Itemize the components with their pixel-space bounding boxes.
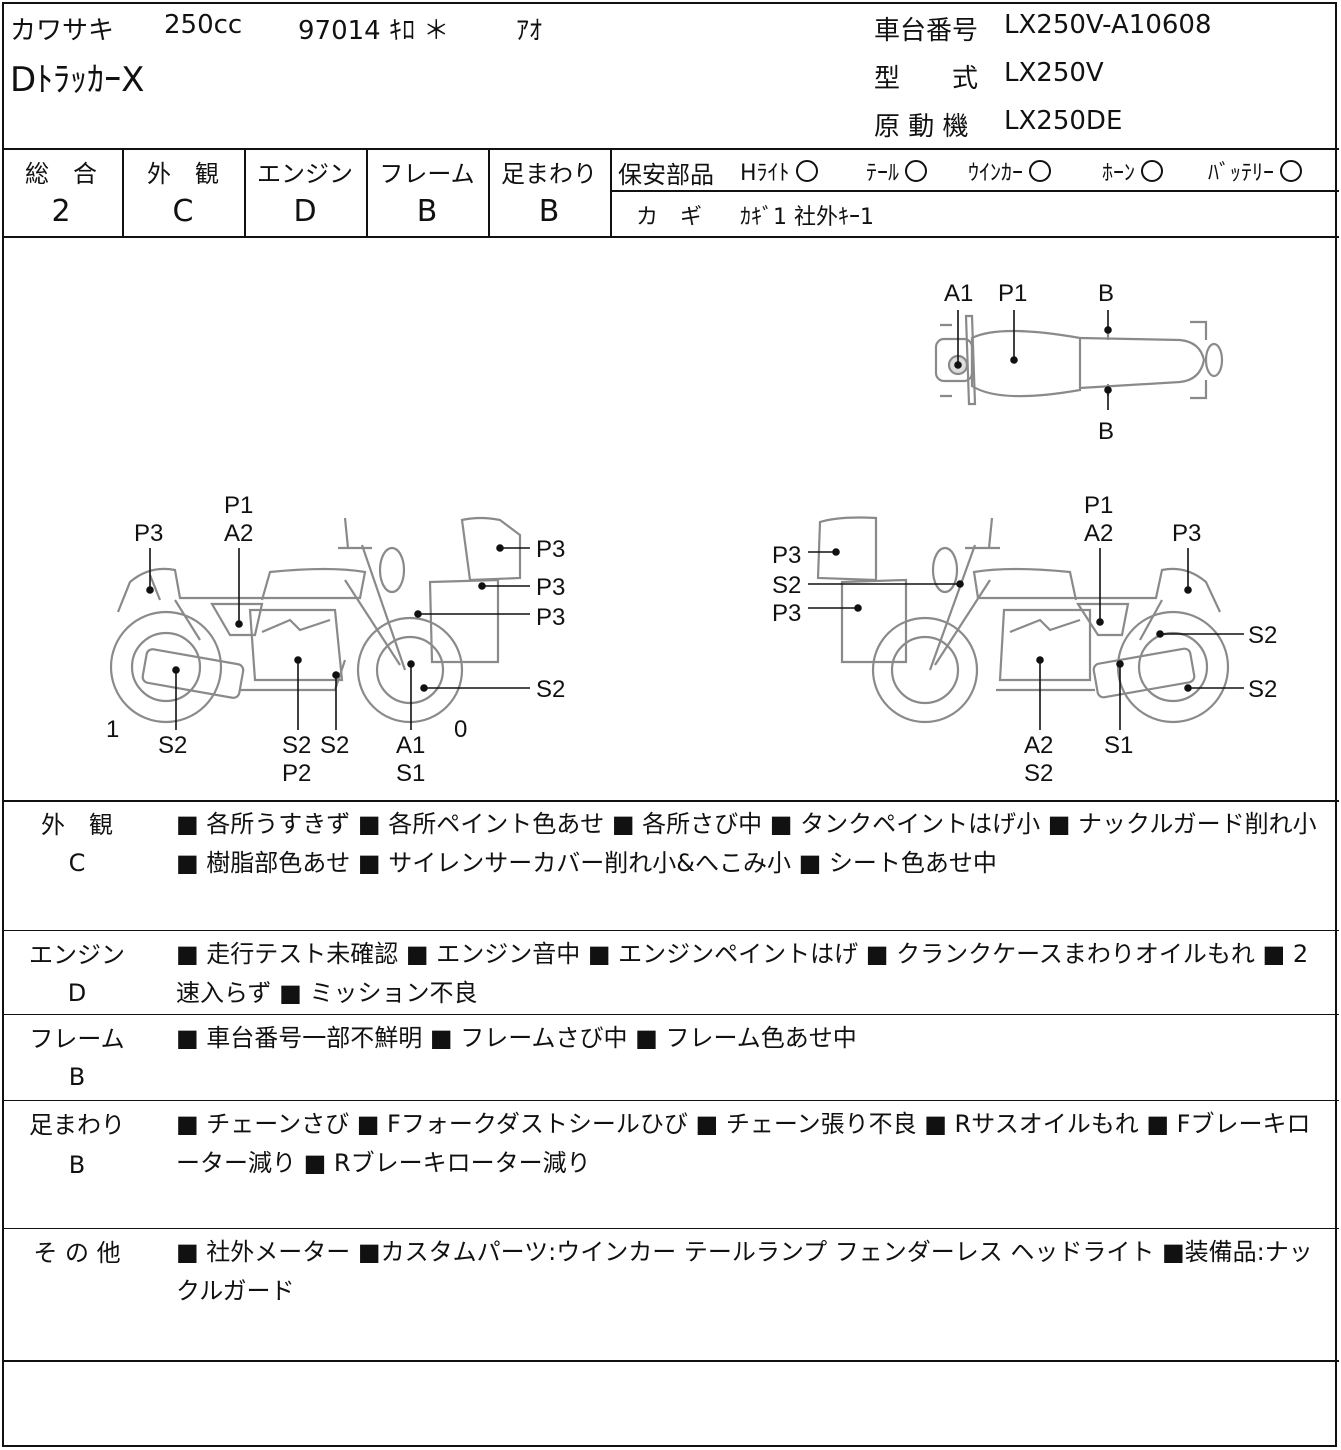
- section-suspension-label: 足まわり: [29, 1111, 125, 1139]
- damage-diagram: [109, 310, 1244, 730]
- safety-item-battery: ﾊﾞｯﾃﾘｰ: [1208, 155, 1303, 187]
- section-other-text: ■ 社外メーター ■カスタムパーツ:ウインカー テールランプ フェンダーレス ヘ…: [176, 1238, 1313, 1305]
- top-label-p1: P1: [998, 280, 1028, 307]
- engine-model: LX250DE: [1004, 106, 1123, 136]
- key-label: カ ギ: [636, 205, 703, 230]
- right-label-p3-1: P3: [772, 542, 802, 569]
- top-label-a1: A1: [944, 280, 974, 307]
- section-exterior-label: 外 観: [41, 811, 113, 839]
- left-label-s2-pipe: S2: [320, 732, 350, 759]
- type-label: 型 式: [874, 64, 979, 94]
- grade-value-frame: B: [416, 194, 438, 229]
- grade-value-exterior: C: [172, 194, 194, 229]
- safety-item-winker: ｳｲﾝｶｰ: [968, 155, 1052, 187]
- top-label-b: B: [1098, 280, 1115, 307]
- frame-no: LX250V-A10608: [1004, 10, 1212, 40]
- right-label-a2: A2: [1084, 520, 1114, 547]
- left-label-0: 0: [454, 716, 468, 743]
- engine-label: 原 動 機: [874, 112, 969, 142]
- section-exterior-grade: C: [68, 849, 86, 877]
- right-label-a2-low: A2: [1024, 732, 1054, 759]
- grade-label-overall: 総 合: [25, 160, 97, 188]
- top-label-b2: B: [1098, 418, 1115, 445]
- left-label-p3-1: P3: [536, 536, 566, 563]
- right-label-s2-3: S2: [1248, 676, 1278, 703]
- grade-value-suspension: B: [538, 194, 560, 229]
- left-label-s2-rear: S2: [158, 732, 188, 759]
- left-label-a2: A2: [224, 520, 254, 547]
- left-label-s2-front: S2: [536, 676, 566, 703]
- ok-circle-icon: [795, 160, 818, 182]
- right-label-p3-3: P3: [1172, 520, 1202, 547]
- grade-label-suspension: 足まわり: [501, 160, 597, 188]
- left-label-s1: S1: [396, 760, 426, 787]
- ok-circle-icon: [1029, 160, 1052, 182]
- section-frame-label: フレーム: [29, 1025, 125, 1053]
- section-engine-label: エンジン: [29, 941, 125, 969]
- left-side-bike: [109, 516, 522, 724]
- right-label-p1: P1: [1084, 492, 1114, 519]
- displacement: 250cc: [164, 10, 243, 40]
- left-label-p3-3: P3: [536, 604, 566, 631]
- mileage: 97014 ｷﾛ ＊: [298, 16, 450, 46]
- right-label-s1: S1: [1104, 732, 1134, 759]
- grade-label-engine: エンジン: [257, 160, 353, 188]
- body-color: ｱｵ: [516, 16, 543, 46]
- safety-parts-label: 保安部品: [618, 161, 714, 189]
- left-label-p3-2: P3: [536, 574, 566, 601]
- left-label-p1: P1: [224, 492, 254, 519]
- frame-no-label: 車台番号: [874, 16, 979, 46]
- left-label-p3-rear: P3: [134, 520, 164, 547]
- maker: カワサキ: [10, 16, 115, 46]
- safety-item-headlight: Hﾗｲﾄ: [740, 155, 818, 187]
- left-label-a1: A1: [396, 732, 426, 759]
- ok-circle-icon: [905, 160, 928, 182]
- right-label-s2-low: S2: [1024, 760, 1054, 787]
- right-label-s2-1: S2: [772, 572, 802, 599]
- section-frame-text: ■ 車台番号一部不鮮明 ■ フレームさび中 ■ フレーム色あせ中: [176, 1024, 857, 1052]
- section-frame-grade: B: [68, 1063, 86, 1091]
- section-suspension-grade: B: [68, 1151, 86, 1179]
- section-suspension-text: ■ チェーンさび ■ Fフォークダストシールひび ■ チェーン張り不良 ■ Rサ…: [176, 1110, 1311, 1177]
- safety-item-tail: ﾃｰﾙ: [866, 155, 928, 187]
- right-side-bike: [816, 516, 1230, 724]
- section-engine-grade: D: [67, 979, 87, 1007]
- model-name: DﾄﾗｯｶｰX: [10, 60, 145, 100]
- ok-circle-icon: [1280, 160, 1303, 182]
- right-label-p3-2: P3: [772, 600, 802, 627]
- key-value: ｶｷﾞ1 社外ｷｰ1: [740, 205, 874, 230]
- model-type: LX250V: [1004, 58, 1104, 88]
- grade-label-frame: フレーム: [379, 160, 475, 188]
- grade-value-engine: D: [293, 194, 317, 229]
- section-exterior-text: ■ 各所うすきず ■ 各所ペイント色あせ ■ 各所さび中 ■ タンクペイントはげ…: [176, 810, 1317, 877]
- top-view-bike: [934, 314, 1224, 406]
- grade-value-overall: 2: [51, 194, 71, 229]
- grade-label-exterior: 外 観: [147, 160, 219, 188]
- left-label-s2-engine: S2: [282, 732, 312, 759]
- left-label-1: 1: [106, 716, 120, 743]
- section-other-label: そ の 他: [33, 1239, 121, 1267]
- right-label-s2-2: S2: [1248, 622, 1278, 649]
- section-engine-text: ■ 走行テスト未確認 ■ エンジン音中 ■ エンジンペイントはげ ■ クランクケ…: [176, 940, 1309, 1007]
- left-label-p2: P2: [282, 760, 312, 787]
- ok-circle-icon: [1141, 160, 1164, 182]
- safety-item-horn: ﾎｰﾝ: [1102, 155, 1164, 187]
